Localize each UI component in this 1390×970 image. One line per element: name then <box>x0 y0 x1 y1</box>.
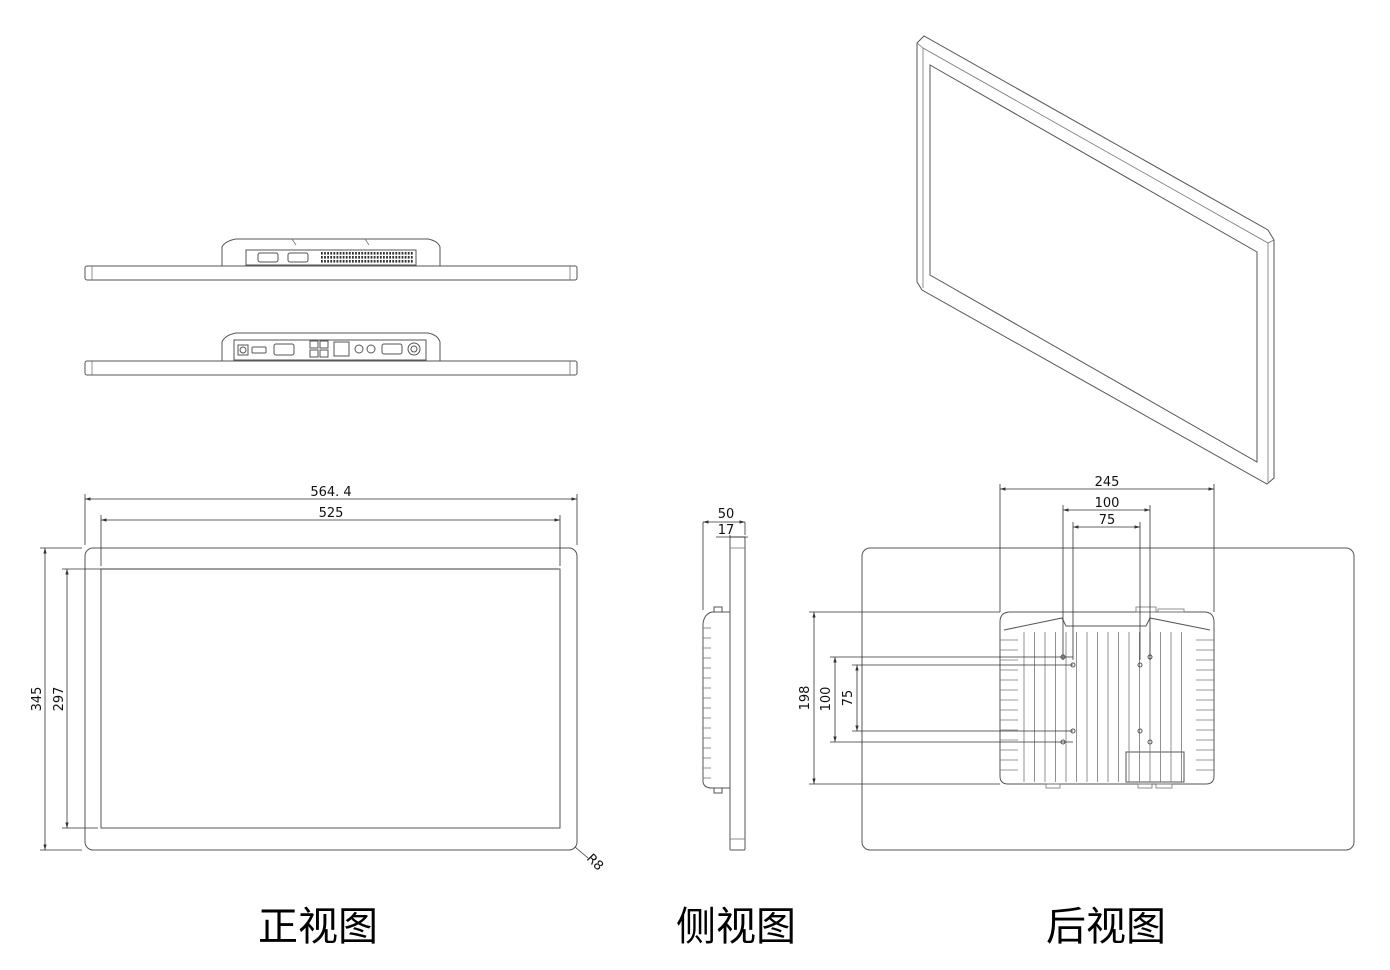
dim-width-inner: 525 <box>319 506 344 521</box>
dim-height-inner: 297 <box>52 687 67 712</box>
corner-radius-label: R8 <box>583 851 606 874</box>
dim-vesa-75-v: 75 <box>841 690 856 707</box>
rear-view-outline <box>861 547 1355 851</box>
front-view-caption: 正视图 <box>258 904 378 950</box>
rear-heatsink-outline <box>999 606 1215 789</box>
front-view-outline <box>84 547 578 851</box>
dim-vesa-100-v: 100 <box>819 687 834 712</box>
top-view-outline <box>84 238 578 281</box>
dim-rear-width: 245 <box>1095 475 1120 490</box>
side-view-outline <box>702 536 746 851</box>
dim-panel: 17 <box>718 523 735 538</box>
isometric-view-outline <box>916 35 1275 485</box>
dim-vesa-75-h: 75 <box>1099 513 1116 528</box>
dim-rear-height: 198 <box>798 686 813 711</box>
bottom-io-view-outline <box>84 332 578 376</box>
side-dimension-lines <box>702 520 748 610</box>
side-view-caption: 侧视图 <box>676 904 796 950</box>
front-dimension-lines <box>40 494 589 859</box>
dim-depth: 50 <box>718 507 735 522</box>
dim-width-outer: 564. 4 <box>310 485 351 500</box>
rear-view-caption: 后视图 <box>1046 904 1166 950</box>
dim-height-outer: 345 <box>30 687 45 712</box>
rear-dimension-lines <box>809 484 1215 785</box>
dim-vesa-100-h: 100 <box>1095 496 1120 511</box>
